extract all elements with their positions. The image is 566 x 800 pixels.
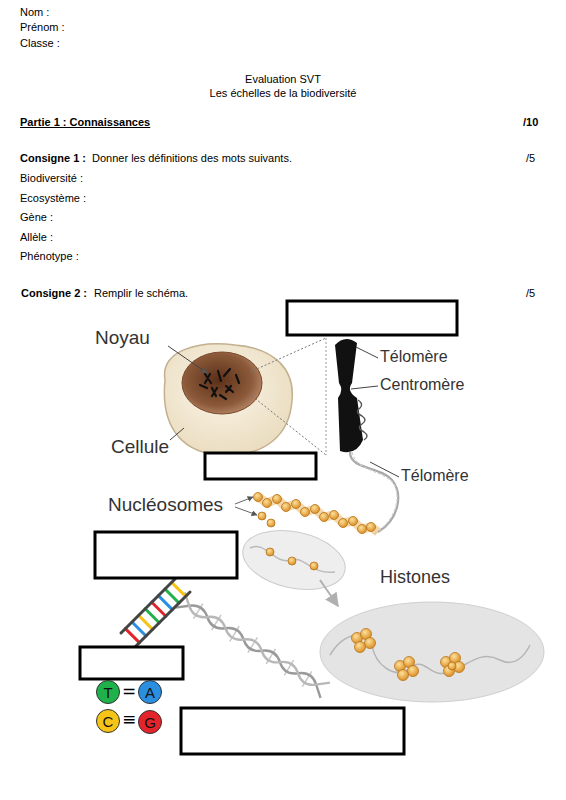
base-disc (97, 710, 120, 733)
leader-line (170, 428, 184, 440)
answer-box (287, 301, 457, 335)
answer-box (95, 532, 237, 578)
nucleosome-beads (254, 493, 376, 534)
page-subtitle: Les échelles de la biodiversité (0, 87, 566, 100)
mini-chromosomes (200, 369, 239, 399)
structure-label: Noyau (95, 327, 150, 350)
answer-boxes (80, 301, 457, 754)
base-pair (172, 582, 186, 596)
structure-label: Télomère (380, 347, 448, 366)
zoom-line (252, 396, 326, 455)
zoom-line (326, 338, 327, 455)
helix-backbone (175, 605, 320, 697)
instruction-label: Consigne 2 : (21, 287, 87, 300)
base-disc (139, 681, 162, 704)
ladder-backbone (121, 578, 176, 633)
base-pair (158, 596, 172, 610)
structure-label: Nucléosomes (108, 494, 223, 517)
term-label: Biodiversité : (20, 172, 83, 185)
zoom-ellipse (237, 522, 350, 598)
base-pair (125, 629, 139, 643)
chromosome (335, 339, 363, 452)
form-field-label: Nom : (20, 6, 49, 19)
ladder-backbone (135, 592, 190, 647)
base-pair (132, 622, 146, 636)
section-heading: Partie 1 : Connaissances (20, 116, 150, 129)
instruction-text: Donner les définitions des mots suivants… (92, 152, 292, 165)
structure-label: Centromère (380, 375, 464, 394)
dna-ladder (121, 578, 190, 647)
answer-box (80, 647, 183, 679)
cell-body (164, 344, 292, 455)
leader-line (356, 347, 378, 358)
score: /5 (526, 287, 535, 300)
base-circle: A (138, 680, 162, 704)
zoom-arrow (320, 580, 338, 606)
pointer-arrow (235, 507, 257, 515)
pointer-arrow (235, 497, 253, 504)
page-title: Evaluation SVT (0, 73, 566, 86)
helix-backbone (185, 592, 330, 684)
base-pair (139, 615, 153, 629)
dna-double-helix (175, 592, 330, 697)
leader-line (370, 462, 399, 477)
base-circle: T (96, 680, 120, 704)
base-disc (139, 711, 162, 734)
chromatin-texture (357, 400, 367, 440)
bond-symbol: = (117, 681, 141, 701)
term-label: Gène : (20, 211, 53, 224)
base-pair (152, 602, 166, 616)
instruction-text: Remplir le schéma. (94, 287, 188, 300)
base-letter: C (96, 709, 120, 733)
base-letter: G (138, 710, 162, 734)
term-label: Ecosystème : (20, 192, 86, 205)
base-letter: T (96, 680, 120, 704)
nucleus (182, 352, 262, 414)
structure-label: Cellule (111, 436, 169, 459)
histone-cluster (352, 629, 465, 681)
leader-line (351, 386, 378, 389)
form-field-label: Prénom : (20, 21, 65, 34)
bond-symbol: ≡ (117, 709, 141, 729)
structure-label: Télomère (401, 466, 469, 485)
leader-line (168, 346, 207, 373)
answer-box (181, 708, 404, 754)
zoom-line (250, 338, 326, 372)
term-label: Phénotype : (20, 250, 79, 263)
base-circle: G (138, 710, 162, 734)
dna-strand (250, 546, 335, 572)
base-disc (97, 681, 120, 704)
score: /10 (523, 116, 538, 129)
form-field-label: Classe : (20, 37, 60, 50)
base-pair (165, 589, 179, 603)
structure-label: Histones (380, 567, 450, 589)
base-circle: C (96, 709, 120, 733)
term-label: Allèle : (20, 231, 53, 244)
base-letter: A (138, 680, 162, 704)
zoom-ellipse (320, 602, 544, 702)
score: /5 (526, 152, 535, 165)
nucleosome-beads (266, 548, 318, 570)
answer-box (205, 453, 316, 479)
base-pair (145, 609, 159, 623)
instruction-label: Consigne 1 : (20, 152, 86, 165)
